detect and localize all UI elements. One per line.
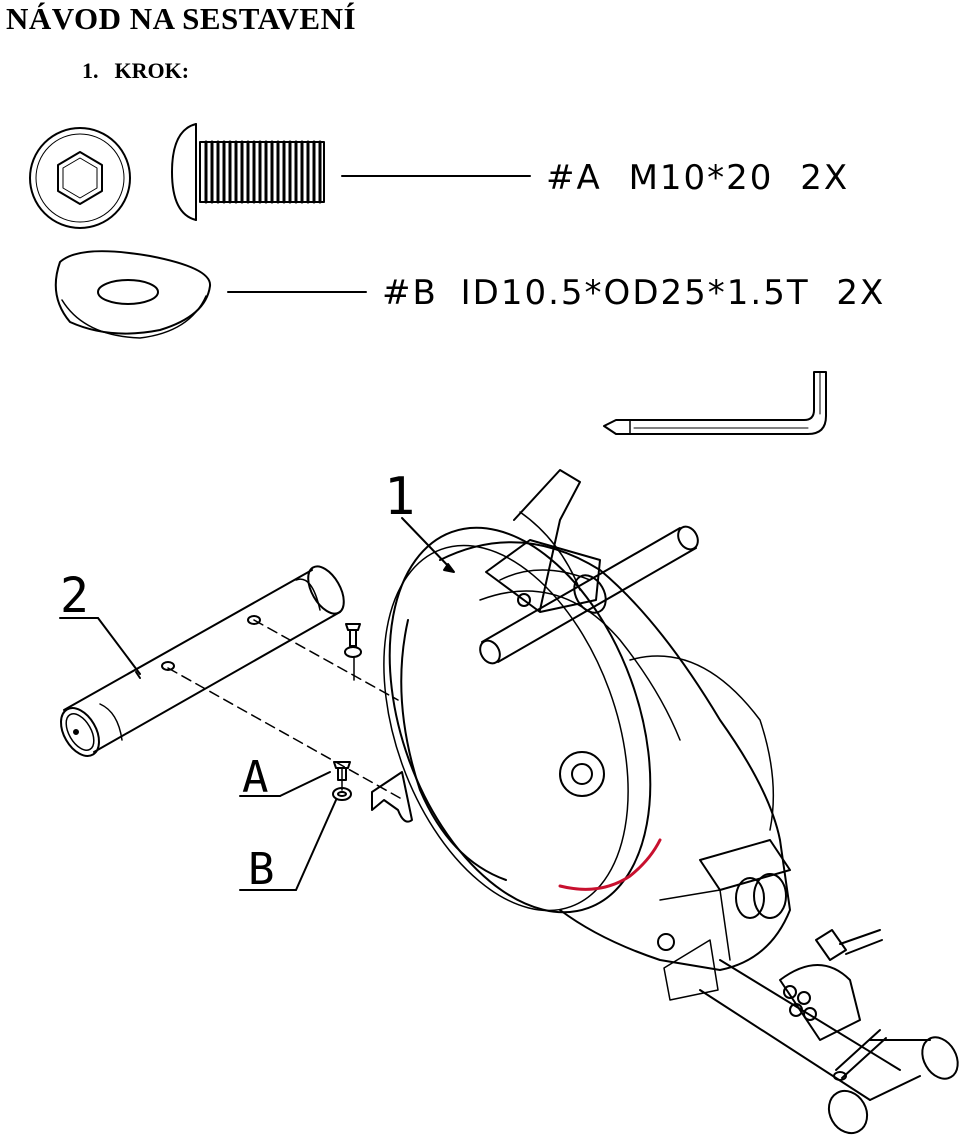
callout-2: 2 bbox=[60, 568, 89, 624]
bolt-a-in-place bbox=[332, 623, 362, 801]
bolt-side-drawing bbox=[171, 123, 531, 221]
alignment-lines bbox=[167, 619, 401, 799]
main-frame-drawing bbox=[371, 469, 959, 1135]
callout-a: A bbox=[242, 752, 269, 803]
callout-1: 1 bbox=[384, 467, 415, 527]
callout-leaders bbox=[59, 517, 455, 891]
part-a-label: #A M10*20 2X bbox=[546, 158, 849, 198]
callout-b: B bbox=[248, 844, 275, 895]
page-title: NÁVOD NA SESTAVENÍ bbox=[6, 1, 357, 36]
step-number: 1. bbox=[82, 58, 99, 83]
front-stabilizer-drawing bbox=[60, 565, 345, 757]
washer-drawing bbox=[54, 250, 367, 339]
step-heading: 1. KROK: bbox=[82, 56, 189, 86]
step-label: KROK: bbox=[114, 58, 190, 83]
part-b-label: #B ID10.5*OD25*1.5T 2X bbox=[382, 273, 885, 313]
allen-key-icon bbox=[603, 371, 827, 435]
bolt-head-drawing bbox=[29, 127, 131, 229]
